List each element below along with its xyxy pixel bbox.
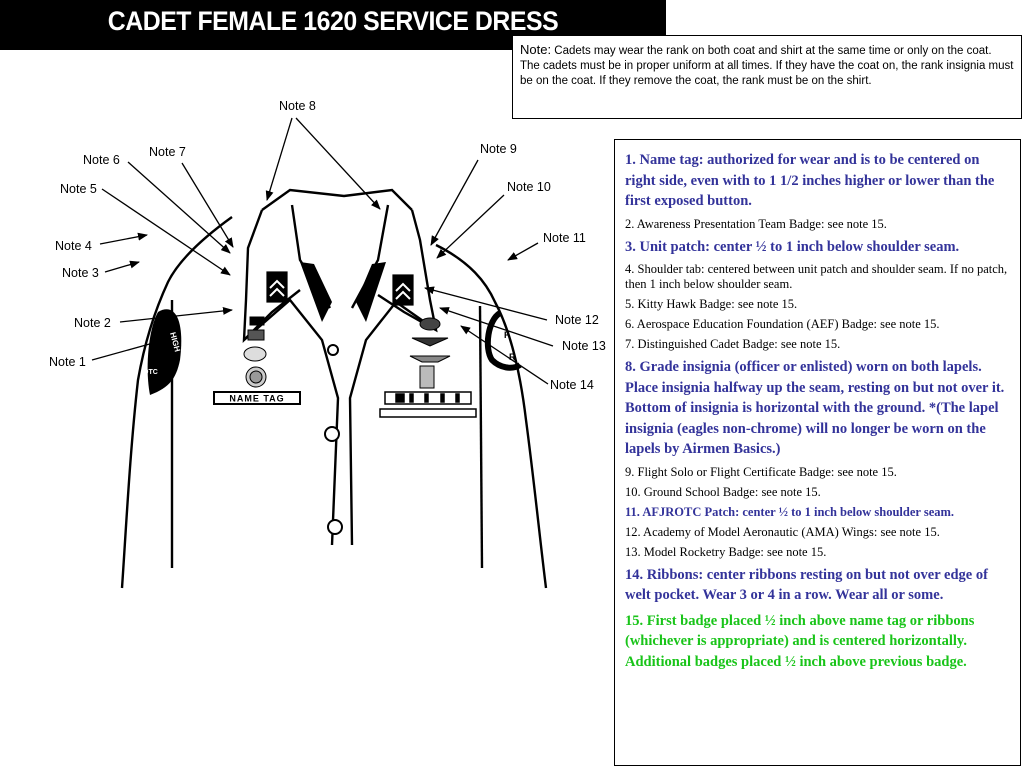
arrow-note7 (181, 162, 234, 248)
note-lead: Note: (520, 42, 552, 57)
note-item-4: 4. Shoulder tab: centered between unit p… (625, 262, 1008, 291)
arrow-note3 (104, 260, 140, 273)
arrow-note5 (101, 188, 231, 276)
note-item-14: 14. Ribbons: center ribbons resting on b… (625, 566, 988, 604)
grade-insignia-right (392, 274, 414, 306)
callout-note10: Note 10 (507, 180, 551, 194)
callout-note6: Note 6 (83, 153, 120, 167)
note-item-8: 8. Grade insignia (officer or enlisted) … (625, 359, 1005, 457)
note-item-1: 1. Name tag: authorized for wear and is … (625, 152, 995, 209)
left-badges (243, 316, 267, 388)
note-item-5: 5. Kitty Hawk Badge: see note 15. (625, 297, 798, 311)
callout-note4: Note 4 (55, 239, 92, 253)
note-item-7: 7. Distinguished Cadet Badge: see note 1… (625, 337, 841, 351)
arrow-note1 (91, 338, 165, 361)
arrow-note13 (439, 307, 554, 347)
ribbon-rack (379, 391, 477, 418)
aef-badge (249, 316, 265, 326)
jacket-outline (120, 188, 548, 589)
ama-wings-badge (409, 355, 451, 363)
arrow-note8a (265, 117, 293, 201)
arrow-note6 (127, 161, 231, 254)
svg-text:F: F (504, 330, 510, 340)
callout-note9: Note 9 (480, 142, 517, 156)
arrow-note11 (507, 242, 539, 261)
button-top (327, 344, 339, 356)
arrow-note4 (99, 232, 148, 245)
button-bottom (327, 519, 343, 535)
distinguished-cadet-badge (243, 346, 267, 362)
callout-note8: Note 8 (279, 99, 316, 113)
notes-list: 1. Name tag: authorized for wear and is … (614, 139, 1021, 766)
model-rocketry-badge (419, 365, 435, 389)
note-item-12: 12. Academy of Model Aeronautic (AMA) Wi… (625, 524, 940, 539)
callout-note7: Note 7 (149, 145, 186, 159)
note-item-15: 15. First badge placed ½ inch above name… (625, 612, 975, 670)
flight-solo-badge (419, 317, 441, 331)
svg-text:OTC: OTC (143, 369, 158, 376)
note-item-3: 3. Unit patch: center ½ to 1 inch below … (625, 238, 960, 255)
callout-note14: Note 14 (550, 378, 594, 392)
callout-note12: Note 12 (555, 313, 599, 327)
name-tag-plate (213, 391, 301, 405)
unit-patch-left: HIGH OTC (143, 309, 182, 395)
ground-school-badge (411, 337, 449, 347)
arrow-note8b (295, 117, 381, 210)
note-item-13: 13. Model Rocketry Badge: see note 15. (625, 544, 827, 559)
shirt-collar (300, 262, 386, 322)
note-item-9: 9. Flight Solo or Flight Certificate Bad… (625, 464, 897, 479)
uniform-diagram: NAME TAG HIGH OTC F R (91, 117, 554, 589)
callout-arrows (91, 117, 554, 385)
kitty-hawk-badge (247, 329, 265, 341)
arrow-note12 (424, 286, 548, 321)
callout-note3: Note 3 (62, 266, 99, 280)
arrow-note2 (119, 306, 233, 323)
button-middle (324, 426, 340, 442)
callout-note5: Note 5 (60, 182, 97, 196)
page-title: CADET FEMALE 1620 SERVICE DRESS (107, 6, 559, 36)
grade-insignia-left (266, 271, 288, 303)
svg-text:R: R (509, 352, 516, 362)
name-tag-text: NAME TAG (229, 394, 284, 404)
right-badges (409, 317, 451, 389)
afjrotc-patch-right (484, 310, 522, 371)
note-text: Cadets may wear the rank on both coat an… (520, 45, 1014, 87)
arrow-note9 (430, 159, 479, 246)
note-item-11: 11. AFJROTC Patch: center ½ to 1 inch be… (625, 504, 955, 519)
note-item-2: 2. Awareness Presentation Team Badge: se… (625, 216, 887, 231)
callout-note11: Note 11 (543, 231, 586, 245)
callout-note2: Note 2 (74, 316, 111, 330)
note-item-6: 6. Aerospace Education Foundation (AEF) … (625, 317, 940, 331)
note-item-10: 10. Ground School Badge: see note 15. (625, 484, 821, 499)
callout-note1: Note 1 (49, 355, 86, 369)
arrow-note14 (460, 325, 549, 385)
arrow-note10 (436, 194, 505, 259)
general-note: Note: Cadets may wear the rank on both c… (512, 35, 1022, 119)
callout-note13: Note 13 (562, 339, 606, 353)
